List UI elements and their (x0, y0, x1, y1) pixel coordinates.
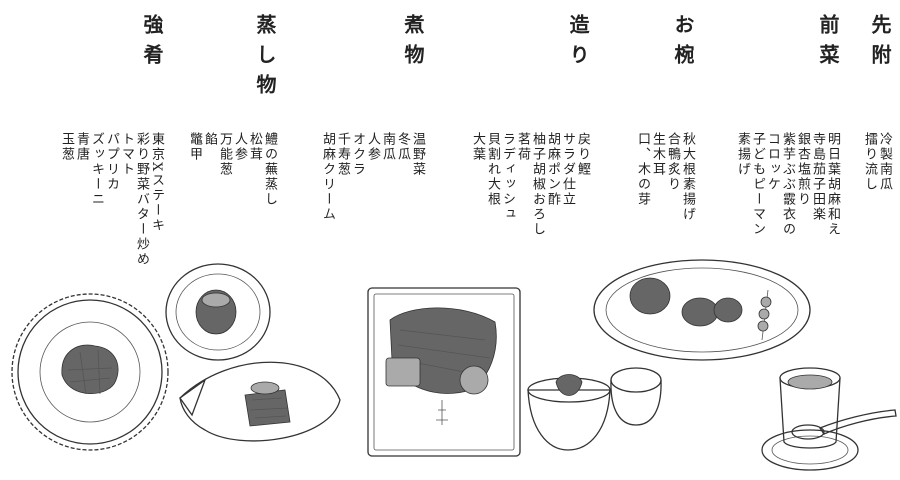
menu-item: 柚子胡椒おろし (530, 132, 545, 237)
course-title: 煮物 (401, 14, 425, 74)
menu-item: 胡麻クリーム (320, 132, 335, 222)
menu-item: 紫芋ぶぶ霰衣の (780, 132, 795, 237)
course-items: 冷製南瓜 擂り流し (862, 132, 892, 244)
menu-item: 人参 (232, 132, 247, 162)
menu-item: 人参 (365, 132, 380, 162)
menu-item: 万能葱 (217, 132, 232, 177)
nimono-leaf-plate (179, 361, 341, 442)
menu-item: パプリカ (104, 132, 119, 192)
menu-item: 餡 (202, 132, 217, 147)
menu-item: 南瓜 (380, 132, 395, 162)
menu-item: 冬瓜 (395, 132, 410, 162)
dish-illustration-svg (11, 259, 897, 471)
course-title: 蒸し物 (253, 14, 277, 104)
course-title: 造り (566, 14, 590, 74)
course-title: 強肴 (140, 14, 164, 74)
menu-item: 銀杏塩煎り (795, 132, 810, 207)
menu-item: 口、木の芽 (635, 132, 650, 207)
course-items: 明日葉胡麻和え 寺島茄子田楽 銀杏塩煎り 紫芋ぶぶ霰衣の コロッケ 子どもピーマ… (735, 132, 840, 244)
menu-item: 貝割れ大根 (485, 132, 500, 207)
menu-item: 鼈甲 (187, 132, 202, 162)
menu: 先附 冷製南瓜 擂り流し 前菜 明日葉胡麻和え 寺島茄子田楽 銀杏塩煎り 紫芋ぶ… (59, 14, 892, 267)
tsukuri-square-plate (367, 287, 521, 457)
course-title: お椀 (671, 14, 695, 74)
menu-item: 胡麻ポン酢 (545, 132, 560, 207)
dish-illustrations (0, 250, 900, 480)
menu-item: 松茸 (247, 132, 262, 162)
menu-item: 寺島茄子田楽 (810, 132, 825, 222)
menu-item: コロッケ (765, 132, 780, 192)
course-items: 鱧の蕪蒸し 松茸 人参 万能葱 餡 鼈甲 (187, 132, 277, 244)
menu-item: 青唐 (74, 132, 89, 162)
menu-item: 茗荷 (515, 132, 530, 162)
course-title: 前菜 (816, 14, 840, 74)
course-items: 秋大根素揚げ 合鴨炙り 生木耳 口、木の芽 (635, 132, 695, 244)
menu-item: 東京Xステーキ (149, 132, 164, 234)
menu-item: 冷製南瓜 (877, 132, 892, 192)
menu-item: 彩り野菜バター炒め (134, 132, 149, 267)
course-items: 温野菜 冬瓜 南瓜 人参 オクラ 千寿葱 胡麻クリーム (320, 132, 425, 244)
menu-item: サラダ仕立 (560, 132, 575, 207)
course-title: 先附 (868, 14, 892, 74)
menu-item: 擂り流し (862, 132, 877, 192)
sakizuke-glass (761, 367, 897, 471)
menu-item: 秋大根素揚げ (680, 132, 695, 222)
menu-item: 子どもピーマン (750, 132, 765, 237)
menu-item: 千寿葱 (335, 132, 350, 177)
menu-item: 温野菜 (410, 132, 425, 177)
menu-item: 明日葉胡麻和え (825, 132, 840, 237)
menu-item: トマト (119, 132, 134, 177)
menu-item: オクラ (350, 132, 365, 177)
menu-item: 生木耳 (650, 132, 665, 177)
mushimono-round-dish (165, 263, 271, 361)
menu-item: 合鴨炙り (665, 132, 680, 192)
menu-item: ズッキーニ (89, 132, 104, 207)
shiizakana-fluted-plate (11, 293, 169, 451)
menu-item: 玉葱 (59, 132, 74, 162)
course-items: 戻り鰹 サラダ仕立 胡麻ポン酢 柚子胡椒おろし 茗荷 ラディッシュ 貝割れ大根 … (470, 132, 590, 244)
owan-bowl (527, 367, 662, 451)
menu-item: 大葉 (470, 132, 485, 162)
menu-item: 戻り鰹 (575, 132, 590, 177)
menu-item: 素揚げ (735, 132, 750, 177)
menu-item: ラディッシュ (500, 132, 515, 222)
course-items: 東京Xステーキ 彩り野菜バター炒め トマト パプリカ ズッキーニ 青唐 玉葱 (59, 132, 164, 267)
menu-item: 鱧の蕪蒸し (262, 132, 277, 207)
zensai-oval-plate (593, 259, 811, 361)
